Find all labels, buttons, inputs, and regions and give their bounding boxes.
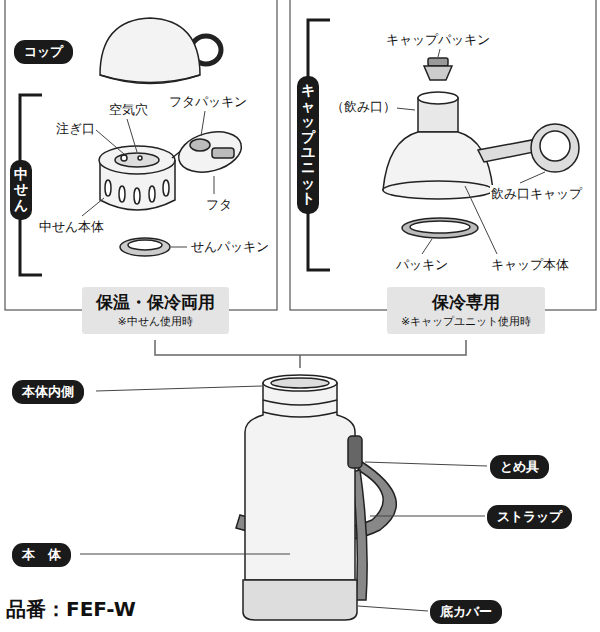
part-name: せんパッキン: [190, 238, 270, 256]
part-tag: コップ: [14, 40, 73, 64]
part-tag: 底カバー: [430, 600, 502, 624]
part-name: フタ: [205, 196, 233, 214]
cup: [100, 18, 221, 84]
part-tag: 本体内側: [12, 380, 84, 404]
part-name: 空気穴: [108, 101, 149, 119]
tag-text: 本体内側: [22, 383, 74, 401]
part-name: 注ぎ口: [55, 120, 96, 138]
part-name: 飲み口キャップ: [490, 185, 583, 203]
tag-text: 保冷専用: [401, 291, 531, 314]
part-tag: 本 体: [12, 543, 71, 567]
tag-text: ストラップ: [497, 508, 562, 526]
part-tag: とめ具: [490, 455, 549, 479]
bottle: [236, 375, 396, 620]
join-bracket: [155, 340, 466, 368]
group-tag: キャップユニット: [297, 76, 319, 213]
plug: [99, 125, 246, 256]
usage-box: 保温・保冷両用※中せん使用時: [82, 287, 229, 334]
cap-unit: [383, 58, 579, 238]
part-name: パッキン: [395, 256, 449, 274]
panel-frames: [5, 0, 596, 310]
tag-text: キャップユニット: [301, 83, 315, 206]
tag-text: とめ具: [500, 458, 539, 476]
tag-text: 底カバー: [440, 603, 492, 621]
tag-text: コップ: [24, 43, 63, 61]
tag-text: 保温・保冷両用: [96, 291, 215, 314]
note-text: ※中せん使用時: [96, 314, 215, 329]
part-name: キャップ本体: [490, 256, 570, 274]
part-tag: ストラップ: [487, 505, 572, 529]
part-name: キャップパッキン: [385, 31, 491, 49]
note-text: ※キャップユニット使用時: [401, 314, 531, 329]
part-name: フタパッキン: [168, 93, 248, 111]
leader-lines: [80, 49, 545, 611]
part-name: （飲み口）: [330, 98, 397, 116]
tag-text: 中せん: [14, 167, 28, 213]
part-name: 中せん本体: [38, 218, 105, 236]
usage-box: 保冷専用※キャップユニット使用時: [387, 287, 545, 334]
group-tag: 中せん: [10, 160, 32, 220]
model-number: 品番：FEF-W: [5, 596, 137, 623]
tag-text: 本 体: [22, 546, 61, 564]
